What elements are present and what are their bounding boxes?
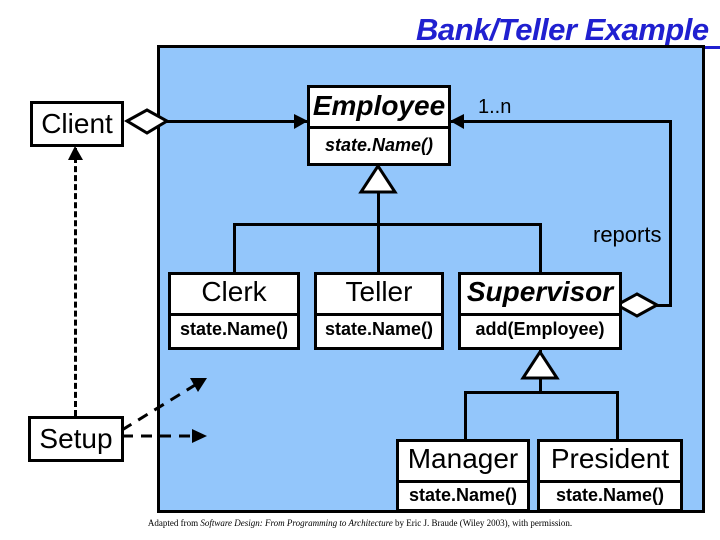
class-box-employee[interactable]: Employee state.Name() [307, 85, 451, 166]
gen-employee-bar [233, 223, 541, 226]
class-name-supervisor: Supervisor [466, 276, 614, 307]
multiplicity-label: 1..n [478, 96, 512, 118]
gen-supervisor-bar [464, 391, 619, 394]
class-box-clerk[interactable]: Clerk state.Name() [168, 272, 300, 350]
assoc-right-vertical-segment [669, 120, 672, 307]
assoc-client-employee-line [127, 120, 309, 123]
compartment-separator-teller [317, 313, 441, 316]
assoc-supervisor-segment [637, 304, 672, 307]
gen-drop-teller [377, 223, 380, 273]
gen-drop-clerk [233, 223, 236, 273]
compartment-separator-president [540, 480, 680, 483]
class-box-setup[interactable]: Setup [28, 416, 124, 462]
class-box-president[interactable]: President state.Name() [537, 439, 683, 512]
gen-supervisor-stem [539, 350, 542, 393]
class-name-employee: Employee [312, 90, 446, 121]
class-name-manager: Manager [407, 443, 519, 474]
gen-drop-president [616, 391, 619, 440]
class-name-clerk: Clerk [201, 276, 267, 307]
class-ops-supervisor: add(Employee) [475, 319, 605, 339]
compartment-separator-manager [399, 480, 527, 483]
footer-prefix: Adapted from [147, 518, 201, 528]
class-name-client: Client [41, 108, 113, 139]
class-name-teller: Teller [345, 276, 413, 307]
class-ops-teller: state.Name() [324, 319, 434, 339]
assoc-employee-right-segment [450, 120, 672, 123]
gen-drop-supervisor [539, 223, 542, 273]
class-box-supervisor[interactable]: Supervisor add(Employee) [458, 272, 622, 350]
footer-book-title: Software Design: From Programming to Arc… [200, 518, 393, 528]
class-name-president: President [550, 443, 670, 474]
footer-suffix: by Eric J. Braude (Wiley 2003), with per… [392, 518, 573, 528]
class-ops-president: state.Name() [555, 485, 665, 505]
gen-drop-manager [464, 391, 467, 440]
class-box-teller[interactable]: Teller state.Name() [314, 272, 444, 350]
compartment-separator-employee [310, 126, 448, 129]
association-role-label-reports: reports [593, 222, 662, 247]
class-ops-manager: state.Name() [408, 485, 518, 505]
class-ops-clerk: state.Name() [179, 319, 289, 339]
gen-employee-stem [377, 183, 380, 225]
class-name-setup: Setup [39, 423, 113, 454]
compartment-separator-supervisor [461, 313, 619, 316]
page-title: Bank/Teller Example [416, 12, 709, 47]
compartment-separator-clerk [171, 313, 297, 316]
attribution-footer: Adapted from Software Design: From Progr… [0, 518, 720, 528]
class-box-manager[interactable]: Manager state.Name() [396, 439, 530, 512]
class-box-client[interactable]: Client [30, 101, 124, 147]
class-ops-employee: state.Name() [324, 135, 434, 155]
dep-setup-client-line [74, 148, 77, 416]
